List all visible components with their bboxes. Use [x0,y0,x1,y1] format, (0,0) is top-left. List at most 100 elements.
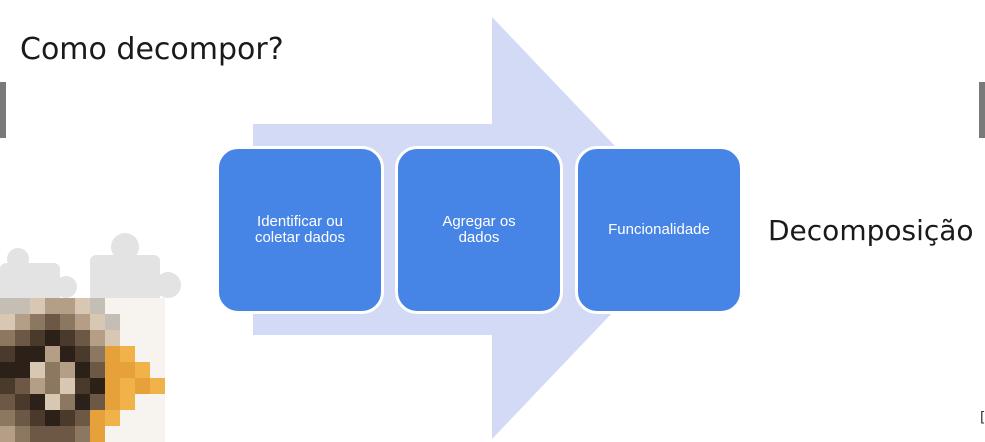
photo-pixel [150,426,165,442]
photo-pixel [75,362,90,378]
photo-pixel [150,362,165,378]
photo-pixel [0,346,15,362]
photo-pixel [90,346,105,362]
photo-pixel [150,394,165,410]
photo-pixel [15,298,30,314]
photo-pixel [15,330,30,346]
photo-pixel [60,346,75,362]
step-aggregate-data: Agregar os dados [395,146,563,314]
photo-pixel [90,314,105,330]
corner-mark: [ [978,410,985,426]
photo-pixel [60,362,75,378]
photo-pixel [135,314,150,330]
photo-pixel [135,426,150,442]
photo-pixel [105,394,120,410]
photo-pixel [120,346,135,362]
photo-pixel [135,378,150,394]
photo-pixel [45,346,60,362]
photo-pixel [120,426,135,442]
step-2-line-1: Agregar os [442,213,516,230]
photo-pixel [75,426,90,442]
photo-pixel [75,346,90,362]
photo-pixel [120,298,135,314]
photo-pixel [120,314,135,330]
photo-pixel [60,314,75,330]
photo-pixel [75,330,90,346]
photo-pixel [90,410,105,426]
photo-pixel [60,330,75,346]
result-label: Decomposição [768,214,974,247]
photo-pixel [30,426,45,442]
photo-pixel [105,410,120,426]
step-identify-collect-data: Identificar ou coletar dados [216,146,384,314]
photo-pixel [75,298,90,314]
step-3-line-1: Funcionalidade [608,221,710,238]
photo-pixel [45,426,60,442]
photo-pixel [15,394,30,410]
photo-pixel [15,426,30,442]
photo-pixel [75,410,90,426]
photo-pixel [15,362,30,378]
photo-pixel [45,330,60,346]
photo-pixel [15,378,30,394]
photo-pixel [90,362,105,378]
photo-pixel [120,330,135,346]
photo-pixel [0,410,15,426]
photo-pixel [120,378,135,394]
photo-pixel [135,298,150,314]
slide-title: Como decompor? [20,32,284,67]
photo-pixel [90,378,105,394]
photo-pixel [30,330,45,346]
photo-pixel [105,346,120,362]
pixelated-photo [0,298,165,442]
photo-pixel [60,410,75,426]
photo-pixel [135,330,150,346]
step-2-line-2: dados [458,229,500,246]
step-1-line-1: Identificar ou [257,213,343,230]
photo-pixel [75,314,90,330]
photo-pixel [45,378,60,394]
photo-pixel [90,426,105,442]
photo-pixel [135,362,150,378]
right-edge-bar [979,82,985,138]
photo-pixel [90,394,105,410]
photo-pixel [60,394,75,410]
photo-pixel [135,346,150,362]
photo-pixel [105,314,120,330]
photo-pixel [15,410,30,426]
photo-pixel [45,362,60,378]
photo-pixel [45,410,60,426]
photo-pixel [90,298,105,314]
photo-pixel [0,314,15,330]
photo-pixel [45,298,60,314]
photo-pixel [45,394,60,410]
photo-pixel [60,426,75,442]
left-edge-bar [0,82,6,138]
photo-pixel [30,394,45,410]
photo-pixel [0,378,15,394]
photo-pixel [0,330,15,346]
photo-pixel [75,394,90,410]
photo-pixel [135,410,150,426]
photo-pixel [30,298,45,314]
photo-pixel [60,378,75,394]
photo-pixel [30,362,45,378]
photo-pixel [0,362,15,378]
photo-pixel [150,410,165,426]
photo-pixel [105,362,120,378]
photo-pixel [105,378,120,394]
photo-pixel [60,298,75,314]
photo-pixel [135,394,150,410]
photo-pixel [0,394,15,410]
photo-pixel [0,298,15,314]
step-1-line-2: coletar dados [254,229,346,246]
photo-pixel [30,314,45,330]
photo-pixel [90,330,105,346]
photo-pixel [150,314,165,330]
photo-pixel [150,330,165,346]
photo-pixel [105,298,120,314]
photo-pixel [30,346,45,362]
photo-pixel [75,378,90,394]
photo-pixel [45,314,60,330]
photo-pixel [15,314,30,330]
